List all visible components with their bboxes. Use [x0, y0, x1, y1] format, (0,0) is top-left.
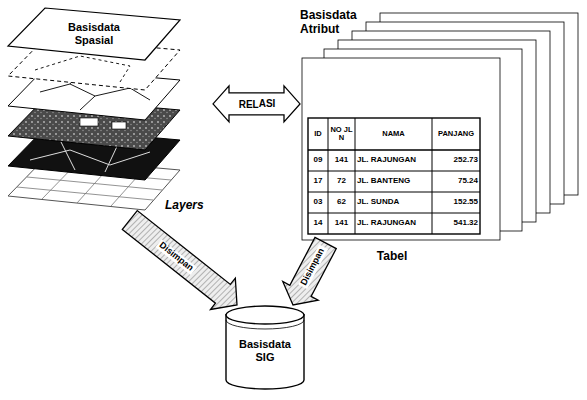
table-cell: JL. RAJUNGAN [355, 150, 432, 171]
arrow-label: Disimpan [298, 245, 327, 289]
table-rule [355, 118, 356, 234]
table-rule [328, 118, 329, 234]
top-layer [8, 8, 180, 60]
cylinder-body [226, 314, 304, 389]
table-cell: 09 [308, 150, 328, 171]
table-cell: 141 [328, 213, 355, 234]
table-cell: 62 [328, 192, 355, 213]
table-rule [432, 118, 433, 234]
map-block [112, 122, 126, 129]
node-title: Basisdata SIG [230, 338, 300, 364]
arrow-label: Disimpan [156, 239, 197, 274]
table-rule [308, 192, 480, 193]
table-frame [308, 118, 480, 234]
grid-line [17, 187, 153, 200]
table-rule [308, 213, 480, 214]
table-caption: Tabel [362, 249, 422, 263]
block-arrow [122, 211, 237, 310]
cylinder-rim [226, 320, 304, 329]
table-cell: 152.55 [432, 192, 480, 213]
table-cell: 14 [308, 213, 328, 234]
front-page [302, 58, 500, 240]
table-rule [308, 149, 480, 150]
page-stack [302, 13, 578, 240]
table-header: NAMA [355, 118, 432, 150]
table-cell: 75.24 [432, 171, 480, 192]
table-cell: 17 [308, 171, 328, 192]
table-cell: JL. SUNDA [355, 192, 432, 213]
block-arrow [283, 237, 337, 305]
node-title: Basisdata Atribut [300, 8, 366, 37]
table-rule [308, 171, 480, 172]
layer-caption: Layers [165, 198, 211, 212]
table-header: ID [308, 118, 328, 150]
block-arrow [213, 86, 300, 122]
cylinder-top [226, 306, 304, 324]
table-cell: 03 [308, 192, 328, 213]
table-cell: JL. BANTENG [355, 171, 432, 192]
table-cell: 252.73 [432, 150, 480, 171]
table-cell: JL. RAJUNGAN [355, 213, 432, 234]
table-cell: 72 [328, 171, 355, 192]
dashed-lines [35, 56, 130, 82]
table-header: PANJANG [432, 118, 480, 150]
table-grid [308, 118, 480, 234]
table-header: NO JLN [328, 118, 355, 150]
spatial-database: Basisdata SpasialLayers [5, 5, 213, 220]
node-title: Basisdata Spasial [59, 21, 129, 47]
arrow-label: RELASI [236, 98, 277, 109]
table-cell: 141 [328, 150, 355, 171]
gis-database: Basisdata SIG [225, 305, 305, 390]
table-cell: 541.32 [432, 213, 480, 234]
map-block [80, 118, 98, 126]
